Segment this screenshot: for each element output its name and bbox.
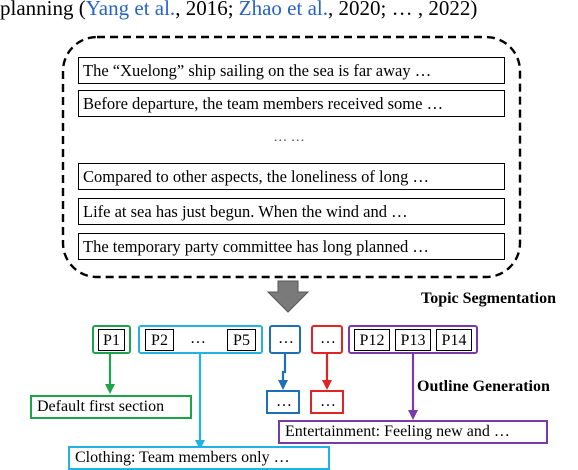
paragraph-1: The “Xuelong” ship sailing on the sea is… [78, 57, 505, 84]
outline-clothing: Clothing: Team members only … [68, 446, 330, 470]
paragraph-tag-p12: P12 [354, 329, 390, 351]
paragraph-3: Compared to other aspects, the lonelines… [78, 163, 505, 190]
outline-default: Default first section [30, 395, 192, 419]
segment-blue: … [269, 325, 301, 354]
outline-blue: … [266, 390, 300, 414]
text-middle: , 2016; [175, 0, 239, 20]
paragraph-tag-p1: P1 [98, 329, 125, 351]
paragraph-tag-p13: P13 [395, 329, 431, 351]
paragraph-2: Before departure, the team members recei… [78, 90, 505, 117]
paragraph-5: The temporary party committee has long p… [78, 233, 505, 260]
outline-generation-label: Outline Generation [417, 378, 550, 395]
cyan-connector [195, 353, 205, 450]
green-connector [105, 353, 115, 394]
topic-segmentation-label: Topic Segmentation [421, 290, 556, 307]
document-container [61, 35, 522, 279]
down-arrow-icon [266, 280, 310, 313]
segment-blue-ellipsis: … [278, 330, 294, 347]
text-suffix: , 2020; … , 2022) [328, 0, 478, 20]
paragraph-4: Life at sea has just begun. When the win… [78, 198, 505, 225]
paragraph-ellipsis: … … [273, 130, 305, 145]
segment-green: P1 [92, 325, 131, 354]
purple-connector [408, 353, 418, 420]
segment-cyan: P2 … P5 [138, 325, 263, 354]
paragraph-tag-p14: P14 [436, 329, 472, 351]
blue-connector [278, 353, 288, 390]
citation-link[interactable]: Yang et al. [85, 0, 176, 20]
paragraph-tag-p2: P2 [145, 329, 174, 351]
outline-entertainment: Entertainment: Feeling new and … [278, 420, 548, 444]
segment-red: … [311, 325, 343, 354]
red-connector [322, 353, 332, 390]
cutoff-text-line: planning (Yang et al., 2016; Zhao et al.… [0, 0, 578, 30]
paragraph-tag-p5: P5 [227, 329, 256, 351]
outline-red: … [310, 390, 344, 414]
citation-link-2[interactable]: Zhao et al. [238, 0, 328, 20]
text-prefix: planning ( [0, 0, 86, 20]
segment-cyan-ellipsis: … [190, 330, 206, 347]
segment-red-ellipsis: … [320, 330, 336, 347]
segment-purple: P12 P13 P14 [348, 325, 478, 354]
